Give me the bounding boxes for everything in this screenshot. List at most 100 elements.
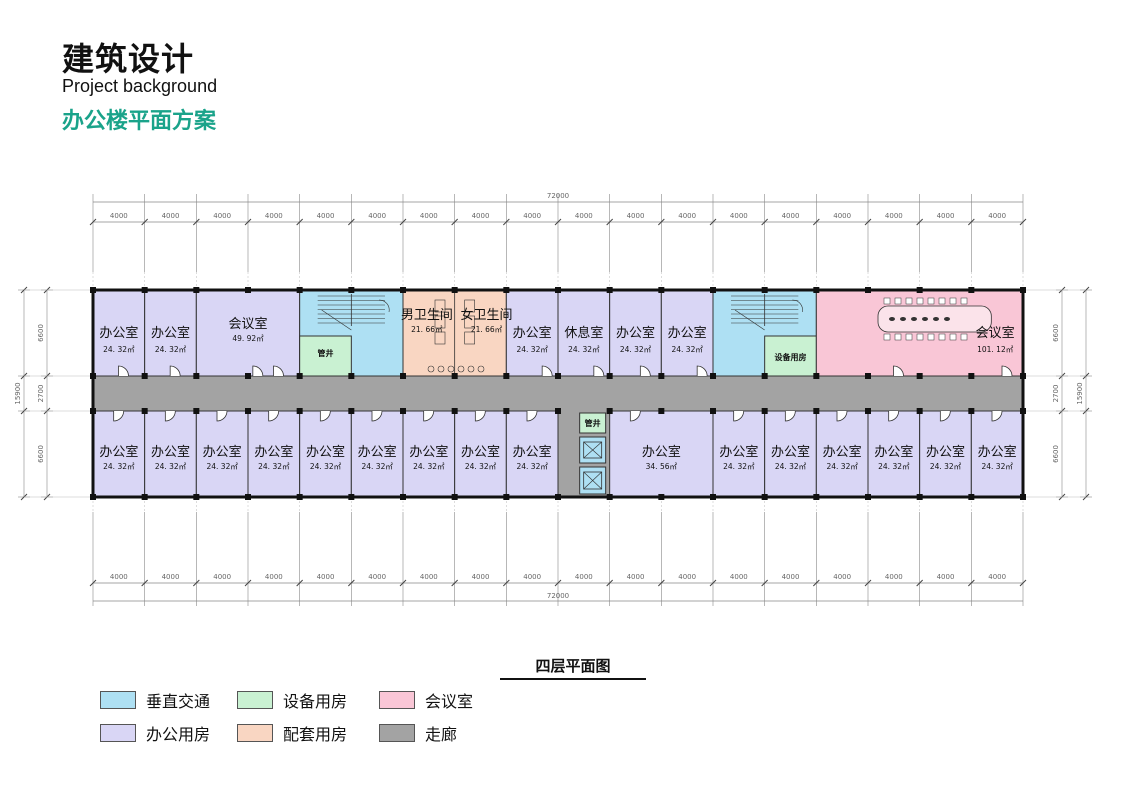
elevator-car xyxy=(583,471,603,490)
room-area: 24. 32㎡ xyxy=(206,462,238,471)
room-area: 24. 32㎡ xyxy=(826,462,858,471)
dim-label-top: 4000 xyxy=(317,212,335,220)
dim-slash xyxy=(657,218,665,226)
dim-slash xyxy=(451,218,459,226)
restroom-sink xyxy=(447,365,455,373)
dim-label-top: 4000 xyxy=(937,212,955,220)
dim-label-bottom: 4000 xyxy=(833,573,851,581)
legend-item-support: 配套用房 xyxy=(237,721,347,745)
dim-slash xyxy=(864,579,872,587)
column xyxy=(400,408,406,414)
column xyxy=(503,408,510,414)
chair xyxy=(927,333,935,341)
chair xyxy=(905,333,913,341)
legend-swatch-equipment xyxy=(237,691,273,709)
legend-swatch-office xyxy=(100,724,136,742)
dim-slash xyxy=(812,579,820,587)
room-office xyxy=(402,410,456,498)
door xyxy=(526,410,538,422)
door xyxy=(268,410,280,422)
room-label: 办公室 xyxy=(99,325,138,341)
column xyxy=(968,373,975,379)
chair xyxy=(883,333,891,341)
room-area: 101. 12㎡ xyxy=(977,345,1014,354)
table-item xyxy=(900,317,906,321)
dim-label-bottom: 4000 xyxy=(162,573,180,581)
door xyxy=(888,410,900,422)
stair-left-arrow xyxy=(321,309,352,331)
dim-label-bottom: 4000 xyxy=(317,573,335,581)
room-label: 管井 xyxy=(585,418,601,428)
dim-slash xyxy=(347,579,355,587)
column xyxy=(658,373,665,379)
chair xyxy=(916,333,924,341)
plan-title: 四层平面图 xyxy=(535,657,611,675)
column xyxy=(606,373,613,379)
corridor xyxy=(93,376,1023,411)
dim-slash xyxy=(916,218,924,226)
restroom-stall xyxy=(464,331,475,345)
legend-swatch-meeting xyxy=(379,691,415,709)
legend-swatch-vertical xyxy=(100,691,136,709)
column xyxy=(296,373,303,379)
legend-item-vertical: 垂直交通 xyxy=(100,688,210,712)
column xyxy=(865,408,871,414)
legend-item-meeting: 会议室 xyxy=(379,688,473,712)
legend-label-support: 配套用房 xyxy=(283,725,348,744)
chair xyxy=(938,297,946,305)
dim-slash xyxy=(554,218,562,226)
dim-label-top: 4000 xyxy=(110,212,128,220)
dim-label-bottom: 4000 xyxy=(213,573,231,581)
chair xyxy=(905,297,913,305)
dim-side-total-right: 15900 xyxy=(1076,382,1084,404)
room-label: 男卫生间 xyxy=(401,308,453,323)
room-area: 24. 32㎡ xyxy=(361,462,393,471)
chair xyxy=(938,333,946,341)
column xyxy=(348,373,355,379)
room-area: 24. 32㎡ xyxy=(155,462,187,471)
dim-slash xyxy=(244,579,252,587)
room-area: 24. 32㎡ xyxy=(155,345,187,354)
column xyxy=(141,408,148,414)
column xyxy=(813,373,820,379)
elevator-car xyxy=(583,441,603,459)
table-item xyxy=(911,317,917,321)
dim-slash xyxy=(1019,579,1027,587)
room-label: 办公室 xyxy=(823,444,862,460)
column xyxy=(916,408,923,414)
room-shaft-top xyxy=(299,335,352,377)
stair-right-arrow xyxy=(734,309,765,331)
room-area: 24. 32㎡ xyxy=(103,462,135,471)
room-office xyxy=(144,410,197,498)
room-area: 24. 32㎡ xyxy=(930,462,962,471)
dim-slash xyxy=(916,579,924,587)
room-label: 办公室 xyxy=(978,444,1017,460)
room-lounge xyxy=(557,289,611,377)
dim-label-top: 4000 xyxy=(885,212,903,220)
dim-side-left: 2700 xyxy=(37,385,45,403)
dim-label-top: 4000 xyxy=(575,212,593,220)
dim-label-top: 4000 xyxy=(523,212,541,220)
room-office xyxy=(247,410,301,498)
table-item xyxy=(889,317,895,321)
room-label: 办公室 xyxy=(719,444,758,460)
column xyxy=(503,373,510,379)
door xyxy=(164,410,176,422)
restroom-sink xyxy=(437,365,445,373)
column xyxy=(555,408,561,414)
dim-slash xyxy=(296,218,304,226)
room-area: 34. 56㎡ xyxy=(646,462,678,471)
room-label: 办公室 xyxy=(668,325,707,341)
room-label: 办公室 xyxy=(926,444,965,460)
stair-right-arc xyxy=(792,299,803,313)
dim-slash xyxy=(399,579,407,587)
room-label: 办公室 xyxy=(616,325,655,341)
dim-label-top: 4000 xyxy=(472,212,490,220)
room-area: 21. 66㎡ xyxy=(411,325,443,334)
column xyxy=(813,408,820,414)
dim-label-bottom: 4000 xyxy=(265,573,283,581)
table-item xyxy=(933,317,939,321)
column xyxy=(658,408,665,414)
legend-swatch-corridor xyxy=(379,724,415,742)
room-meeting-small xyxy=(195,289,301,377)
